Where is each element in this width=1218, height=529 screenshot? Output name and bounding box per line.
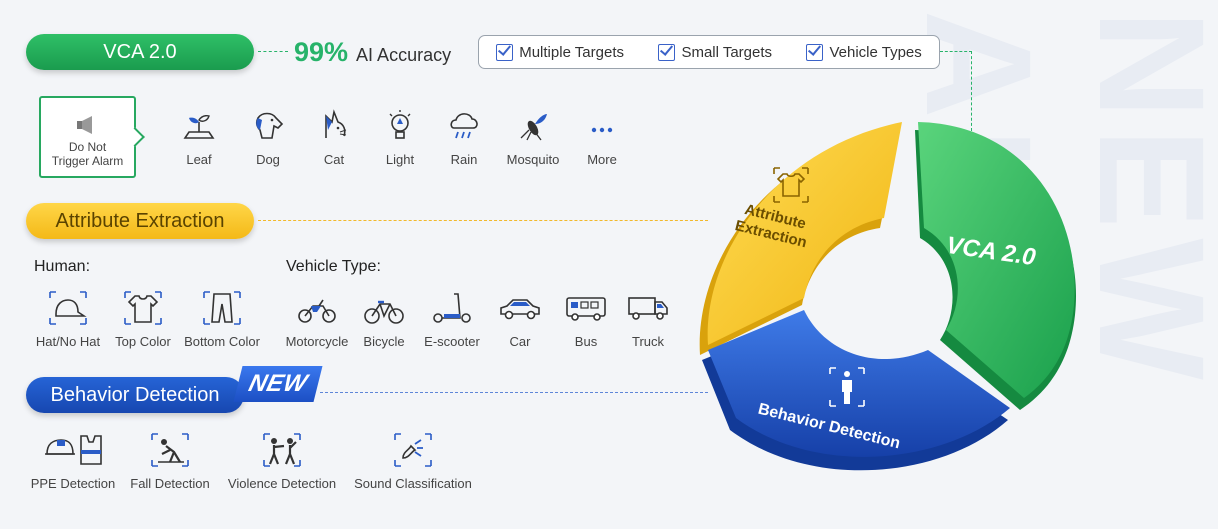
accuracy-label: AI Accuracy: [356, 45, 452, 65]
rain-icon: [450, 113, 478, 139]
feature-item: Multiple Targets: [496, 43, 624, 61]
ignored-mosquito: Mosquito: [503, 108, 563, 167]
ignored-cat: Cat: [310, 108, 358, 167]
vca-pill: VCA 2.0: [26, 34, 254, 70]
ignored-more: More: [578, 108, 626, 167]
human-hat: Hat/No Hat: [30, 290, 106, 349]
behavior-sound: Sound Classification: [350, 432, 476, 491]
new-badge: NEW: [233, 366, 323, 402]
do-not-trigger-alarm-box: Do Not Trigger Alarm: [39, 96, 136, 178]
shirt-icon: [124, 291, 162, 325]
behavior-detection-pill: Behavior Detection: [26, 377, 244, 413]
ignored-rain: Rain: [440, 108, 488, 167]
ignored-leaf: Leaf: [175, 108, 223, 167]
feature-item: Vehicle Types: [806, 43, 922, 61]
behavior-violence: Violence Detection: [226, 432, 338, 491]
feature-item: Small Targets: [658, 43, 772, 61]
checkbox-icon: [806, 43, 824, 61]
dog-icon: [255, 112, 284, 139]
attribute-extraction-pill: Attribute Extraction: [26, 203, 254, 239]
vehicle-truck: Truck: [624, 290, 672, 349]
human-title: Human:: [34, 258, 91, 275]
ignored-dog: Dog: [244, 108, 292, 167]
violence-icon: [263, 433, 301, 467]
ignored-light: Light: [376, 108, 424, 167]
checkbox-icon: [658, 43, 676, 61]
checkbox-icon: [496, 43, 514, 61]
speaker-muted-icon: [76, 116, 92, 134]
shirt-icon: [773, 167, 809, 203]
connector-line: [971, 51, 972, 131]
vehicle-scooter: E-scooter: [422, 290, 482, 349]
feature-list: Multiple Targets Small Targets Vehicle T…: [478, 35, 940, 69]
truck-icon: [628, 297, 668, 320]
connector-line: [258, 220, 708, 221]
vehicle-bus: Bus: [562, 290, 610, 349]
mosquito-icon: [520, 114, 547, 141]
sound-icon: [394, 433, 432, 467]
behavior-fall: Fall Detection: [128, 432, 212, 491]
bicycle-icon: [364, 300, 404, 324]
ppe-icon: [45, 435, 102, 465]
cat-icon: [325, 109, 347, 138]
connector-line: [258, 51, 288, 52]
bulb-icon: [389, 110, 411, 139]
leaf-icon: [183, 114, 215, 139]
human-bottom: Bottom Color: [180, 290, 264, 349]
vehicle-bicycle: Bicycle: [358, 290, 410, 349]
vehicle-motorcycle: Motorcycle: [284, 290, 350, 349]
connector-line: [320, 392, 708, 393]
scooter-icon: [433, 293, 471, 323]
behavior-ppe: PPE Detection: [30, 432, 116, 491]
motorcycle-icon: [298, 299, 336, 323]
car-icon: [500, 299, 540, 320]
accuracy-value: 99%: [294, 37, 349, 67]
hat-icon: [49, 291, 87, 325]
connector-line: [940, 51, 972, 52]
accuracy-stat: 99% AI Accuracy: [294, 37, 451, 68]
pants-icon: [203, 291, 241, 325]
vca-ring-graphic: [699, 122, 1077, 471]
vehicle-title: Vehicle Type:: [286, 258, 381, 275]
vehicle-car: Car: [496, 290, 544, 349]
person-icon: [829, 367, 865, 407]
fall-icon: [151, 433, 189, 467]
more-icon: [591, 127, 613, 133]
human-top: Top Color: [108, 290, 178, 349]
bus-icon: [566, 297, 606, 321]
